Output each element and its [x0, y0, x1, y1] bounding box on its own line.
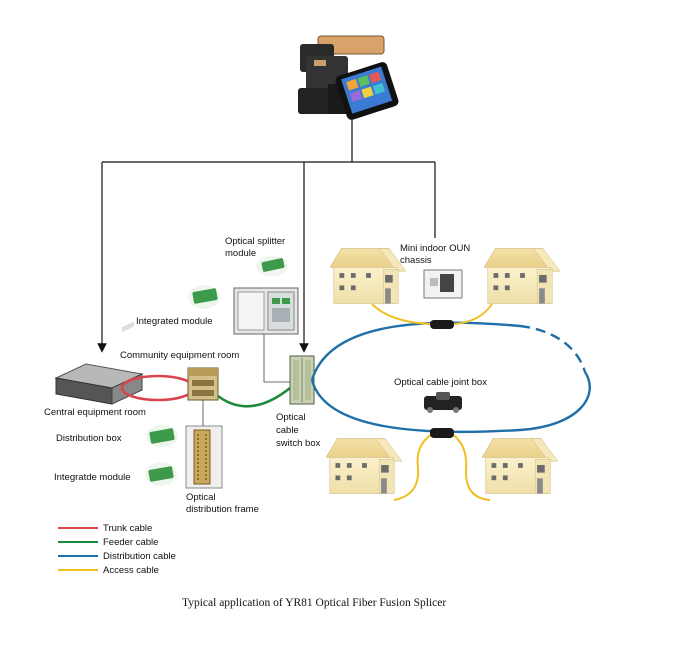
label-switch-box-2: cable [276, 425, 299, 436]
central-equipment-room-device [54, 321, 144, 405]
device-connector-lines [97, 120, 436, 383]
legend-label-feeder: Feeder cable [103, 537, 158, 548]
label-switch-box-1: Optical [276, 412, 306, 423]
label-switch-box-3: switch box [276, 438, 321, 449]
house-top-left [330, 247, 406, 304]
label-distribution-box: Distribution box [56, 433, 122, 444]
house-top-right [484, 247, 560, 304]
label-odf-1: Optical [186, 492, 216, 503]
community-equipment-room-box [187, 367, 219, 401]
joint-box-top [430, 320, 454, 329]
legend: Trunk cable Feeder cable Distribution ca… [58, 523, 176, 576]
label-central-room: Central equipment room [44, 407, 146, 418]
joint-box-bottom [430, 428, 454, 438]
distribution-cable [310, 321, 591, 434]
optical-cable-switch-box [289, 355, 315, 405]
optical-distribution-frame [185, 425, 223, 489]
label-optical-cable-joint-box: Optical cable joint box [394, 377, 487, 388]
optical-splitter-module [256, 256, 288, 276]
house-bottom-left [326, 437, 402, 494]
legend-label-trunk: Trunk cable [103, 523, 152, 534]
distribution-box-icon [146, 425, 178, 447]
label-optical-splitter-2: module [225, 248, 256, 259]
integrate-module-icon [145, 462, 177, 486]
fusion-splicer-device [298, 35, 399, 120]
legend-label-distribution: Distribution cable [103, 551, 176, 562]
house-bottom-right [482, 437, 558, 494]
label-integrated-module: Integrated module [136, 316, 213, 327]
label-mini-indoor-2: chassis [400, 255, 432, 266]
label-mini-indoor-1: Mini indoor OUN [400, 243, 470, 254]
mini-indoor-chassis-device [423, 269, 463, 299]
integrated-module-icon [188, 285, 220, 309]
splitter-cabinet [233, 287, 299, 335]
label-optical-splitter-1: Optical splitter [225, 236, 285, 247]
feeder-cable [217, 386, 291, 408]
label-odf-2: distribution frame [186, 504, 259, 515]
access-cables [371, 303, 493, 501]
label-integrate-module: Integratde module [54, 472, 131, 483]
diagram-caption: Typical application of YR81 Optical Fibe… [182, 597, 446, 609]
legend-label-access: Access cable [103, 565, 159, 576]
optical-cable-joint-box-icon [424, 392, 462, 413]
label-community-room: Community equipment room [120, 350, 239, 361]
